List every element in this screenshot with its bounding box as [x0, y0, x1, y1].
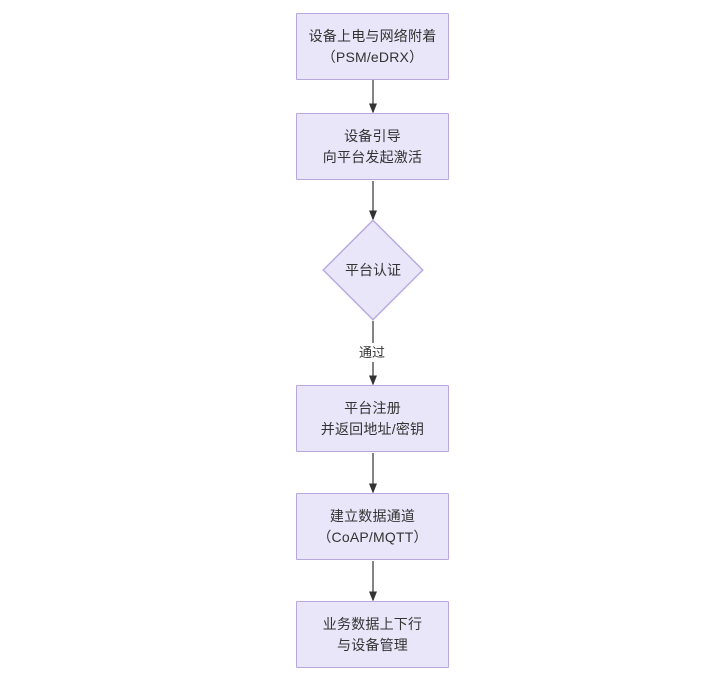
- node-data-channel-line2: （CoAP/MQTT）: [317, 528, 428, 545]
- node-power-on-line1: 设备上电与网络附着: [308, 27, 437, 44]
- node-business-data-line1: 业务数据上下行: [322, 615, 423, 632]
- node-platform-auth[interactable]: 平台认证: [322, 219, 424, 321]
- node-platform-register-line1: 平台注册: [344, 399, 401, 416]
- node-power-on[interactable]: 设备上电与网络附着 （PSM/eDRX）: [296, 13, 449, 80]
- node-bootstrap-line2: 向平台发起激活: [322, 148, 423, 165]
- node-business-data[interactable]: 业务数据上下行 与设备管理: [296, 601, 449, 668]
- node-business-data-line2: 与设备管理: [337, 636, 408, 653]
- node-bootstrap-line1: 设备引导: [344, 127, 401, 144]
- node-platform-register[interactable]: 平台注册 并返回地址/密钥: [296, 385, 449, 452]
- edge-label-pass: 通过: [356, 343, 389, 362]
- diamond-shape: [322, 219, 424, 321]
- node-platform-register-line2: 并返回地址/密钥: [320, 420, 425, 437]
- node-power-on-line2: （PSM/eDRX）: [321, 48, 424, 65]
- node-data-channel[interactable]: 建立数据通道 （CoAP/MQTT）: [296, 493, 449, 560]
- node-platform-auth-label: 平台认证: [345, 261, 401, 278]
- node-bootstrap[interactable]: 设备引导 向平台发起激活: [296, 113, 449, 180]
- node-data-channel-line1: 建立数据通道: [329, 507, 416, 524]
